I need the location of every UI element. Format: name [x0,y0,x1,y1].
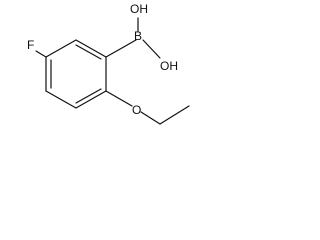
ring-double-bond-c1-c2 [75,44,102,60]
bond-oxygen-ch2 [140,111,161,125]
structure-diagram: OH B OH F O [27,2,190,125]
atom-label-boron: B [134,29,142,43]
bond-ring-fluorine [35,50,47,58]
atom-label-oh-right: OH [160,59,178,73]
ring-bond-c5-c6 [75,90,107,109]
ring-bond-c1-c2 [75,39,107,58]
bond-ch2-ch3 [159,105,190,125]
bond-boron-oh-right [142,39,161,59]
benzene-ring [45,39,107,109]
atom-label-fluorine: F [27,38,34,52]
ring-double-bond-c5-c6 [75,88,102,104]
bond-ring-boron [105,39,137,58]
atom-label-oxygen: O [132,103,141,117]
ring-bond-c2-c3 [45,39,77,58]
atom-label-oh-top: OH [130,2,148,16]
ring-bond-c4-c5 [45,90,77,109]
bond-ring-oxygen [105,90,133,107]
